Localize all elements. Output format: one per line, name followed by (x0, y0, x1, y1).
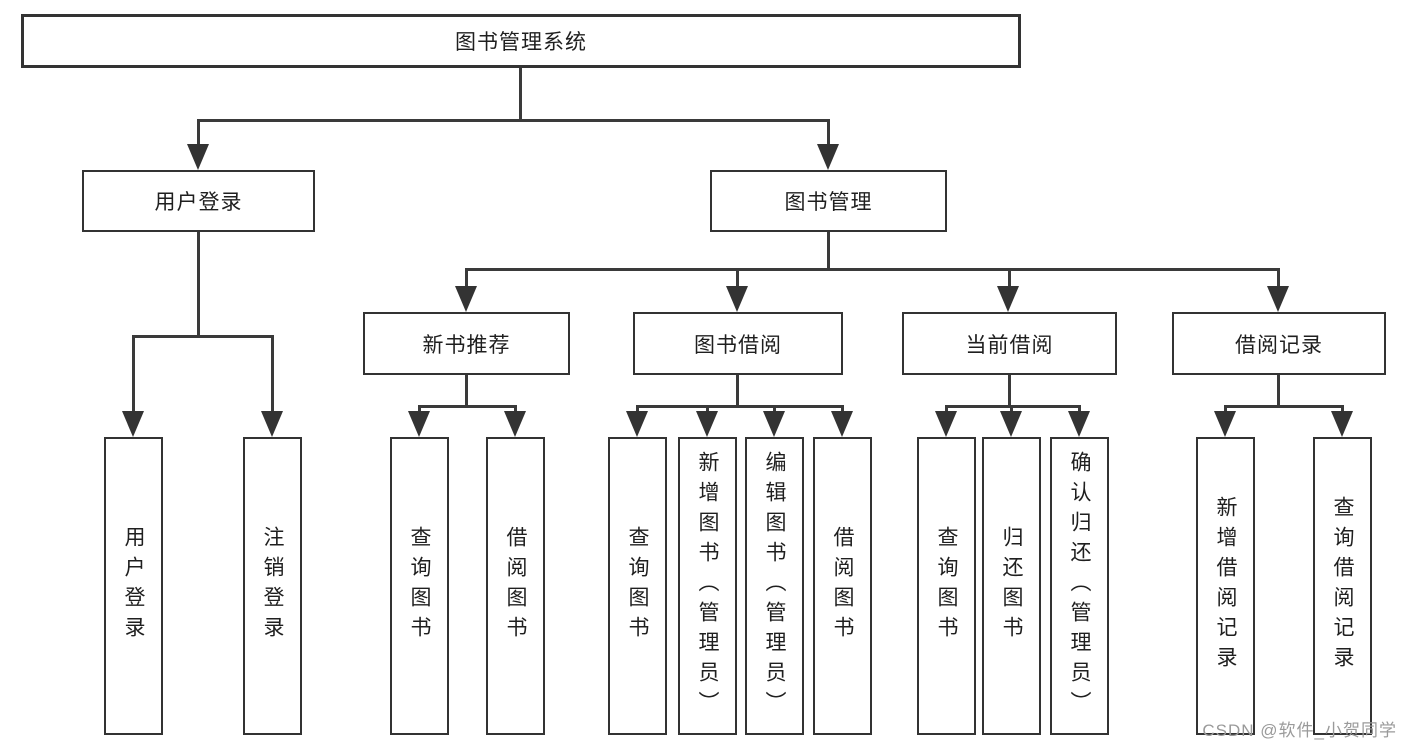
arrowhead-icon (935, 411, 957, 437)
node-label: 确认归还（管理员） (1068, 451, 1091, 721)
connector-stem (465, 375, 468, 406)
arrowhead-icon (1267, 286, 1289, 312)
node-confirm-return-admin: 确认归还（管理员） (1050, 437, 1109, 735)
node-query-books-recommend: 查询图书 (390, 437, 449, 735)
node-query-books-borrow: 查询图书 (608, 437, 667, 735)
arrowhead-icon (626, 411, 648, 437)
arrowhead-icon (997, 286, 1019, 312)
node-label: 查询图书 (935, 526, 958, 646)
node-new-book-recommend: 新书推荐 (363, 312, 570, 375)
connector-book-mgmt-stem (827, 232, 830, 269)
connector-book-mgmt-split (465, 268, 1279, 271)
node-add-books-admin: 新增图书（管理员） (678, 437, 737, 735)
connector-stub (197, 119, 200, 148)
node-book-management: 图书管理 (710, 170, 947, 232)
connector-stub (271, 335, 274, 415)
connector-stub (465, 268, 468, 290)
node-label: 新增借阅记录 (1214, 496, 1237, 676)
arrowhead-icon (261, 411, 283, 437)
connector-stub (132, 335, 135, 415)
arrowhead-icon (504, 411, 526, 437)
node-label: 查询借阅记录 (1331, 496, 1354, 676)
node-label: 借阅图书 (504, 526, 527, 646)
arrowhead-icon (696, 411, 718, 437)
node-borrow-records: 借阅记录 (1172, 312, 1386, 375)
connector-root-stem (519, 68, 522, 120)
arrowhead-icon (817, 144, 839, 170)
node-user-login-action: 用户登录 (104, 437, 163, 735)
node-add-borrow-record: 新增借阅记录 (1196, 437, 1255, 735)
arrowhead-icon (831, 411, 853, 437)
connector-stem (1277, 375, 1280, 406)
node-borrow-books-recommend: 借阅图书 (486, 437, 545, 735)
connector-stem (736, 375, 739, 406)
node-query-books-current: 查询图书 (917, 437, 976, 735)
connector-split (945, 405, 1081, 408)
arrowhead-icon (122, 411, 144, 437)
arrowhead-icon (763, 411, 785, 437)
node-label: 注销登录 (261, 526, 284, 646)
arrowhead-icon (408, 411, 430, 437)
node-user-login: 用户登录 (82, 170, 315, 232)
node-label: 查询图书 (626, 526, 649, 646)
arrowhead-icon (1068, 411, 1090, 437)
node-label: 编辑图书（管理员） (763, 451, 786, 721)
node-logout: 注销登录 (243, 437, 302, 735)
node-label: 用户登录 (122, 526, 145, 646)
csdn-watermark: CSDN @软件_小贺同学 (1202, 721, 1397, 740)
node-label: 新增图书（管理员） (696, 451, 719, 721)
connector-stem (1008, 375, 1011, 406)
arrowhead-icon (187, 144, 209, 170)
connector-stub (1277, 268, 1280, 290)
arrowhead-icon (726, 286, 748, 312)
node-current-borrow: 当前借阅 (902, 312, 1117, 375)
connector-root-split (197, 119, 830, 122)
connector-user-login-stem (197, 232, 200, 336)
node-library-management-system: 图书管理系统 (21, 14, 1021, 68)
node-edit-books-admin: 编辑图书（管理员） (745, 437, 804, 735)
connector-split (636, 405, 844, 408)
node-label: 查询图书 (408, 526, 431, 646)
connector-stub (1008, 268, 1011, 290)
arrowhead-icon (1331, 411, 1353, 437)
arrowhead-icon (1000, 411, 1022, 437)
connector-user-login-split (132, 335, 274, 338)
node-borrow-books: 借阅图书 (813, 437, 872, 735)
connector-stub (736, 268, 739, 290)
node-book-borrow: 图书借阅 (633, 312, 843, 375)
connector-stub (827, 119, 830, 148)
connector-split (418, 405, 517, 408)
node-label: 借阅图书 (831, 526, 854, 646)
node-return-books: 归还图书 (982, 437, 1041, 735)
arrowhead-icon (455, 286, 477, 312)
connector-split (1224, 405, 1344, 408)
node-label: 归还图书 (1000, 526, 1023, 646)
node-query-borrow-record: 查询借阅记录 (1313, 437, 1372, 735)
arrowhead-icon (1214, 411, 1236, 437)
